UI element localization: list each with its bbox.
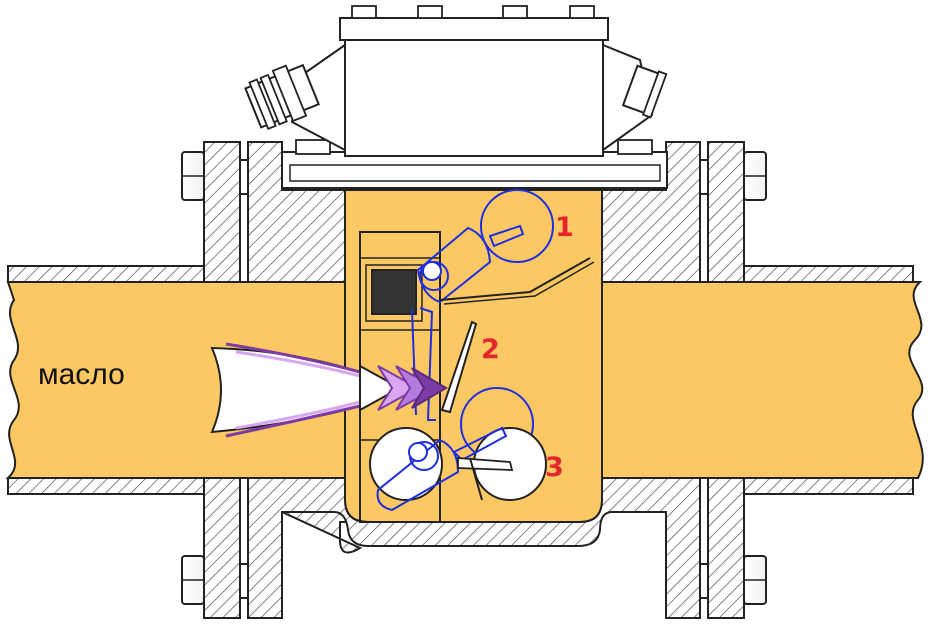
bolt-top-left	[181, 151, 249, 201]
lower-float	[369, 387, 547, 512]
mechanism-frame	[359, 231, 441, 523]
callout-1: 1	[555, 212, 574, 243]
right-outer-flange-bottom	[707, 477, 745, 619]
vane-linkage	[419, 307, 436, 421]
terminal-box	[281, 5, 668, 189]
bolt-bottom-right	[699, 555, 767, 605]
right-body-flange-top	[601, 141, 701, 283]
bolt-bottom-left	[181, 555, 249, 605]
left-body-flange-top	[247, 141, 346, 283]
fluid-label: масло	[38, 358, 125, 391]
callout-3: 3	[545, 452, 564, 483]
bolt-top-right	[699, 151, 767, 201]
upper-float	[416, 189, 595, 305]
cable-gland-left	[244, 63, 320, 131]
callout-2: 2	[481, 334, 500, 365]
oil-flow-arrows	[210, 342, 448, 438]
left-outer-flange-top	[203, 141, 241, 283]
flow-vane	[440, 320, 478, 414]
right-outer-flange-top	[707, 141, 745, 283]
cable-gland-right	[621, 64, 668, 119]
left-outer-flange-bottom	[203, 477, 241, 619]
